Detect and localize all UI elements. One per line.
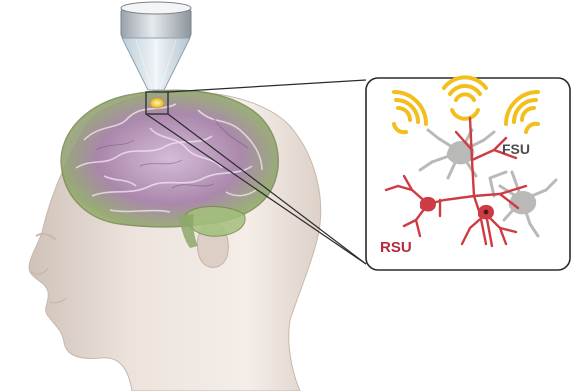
fsu-label: FSU	[502, 141, 530, 157]
neuron-inset-panel: FSU RSU	[366, 77, 570, 270]
rsu-label: RSU	[380, 239, 412, 256]
ultrasound-transducer-icon	[121, 2, 191, 90]
recording-site-icon	[484, 210, 489, 215]
